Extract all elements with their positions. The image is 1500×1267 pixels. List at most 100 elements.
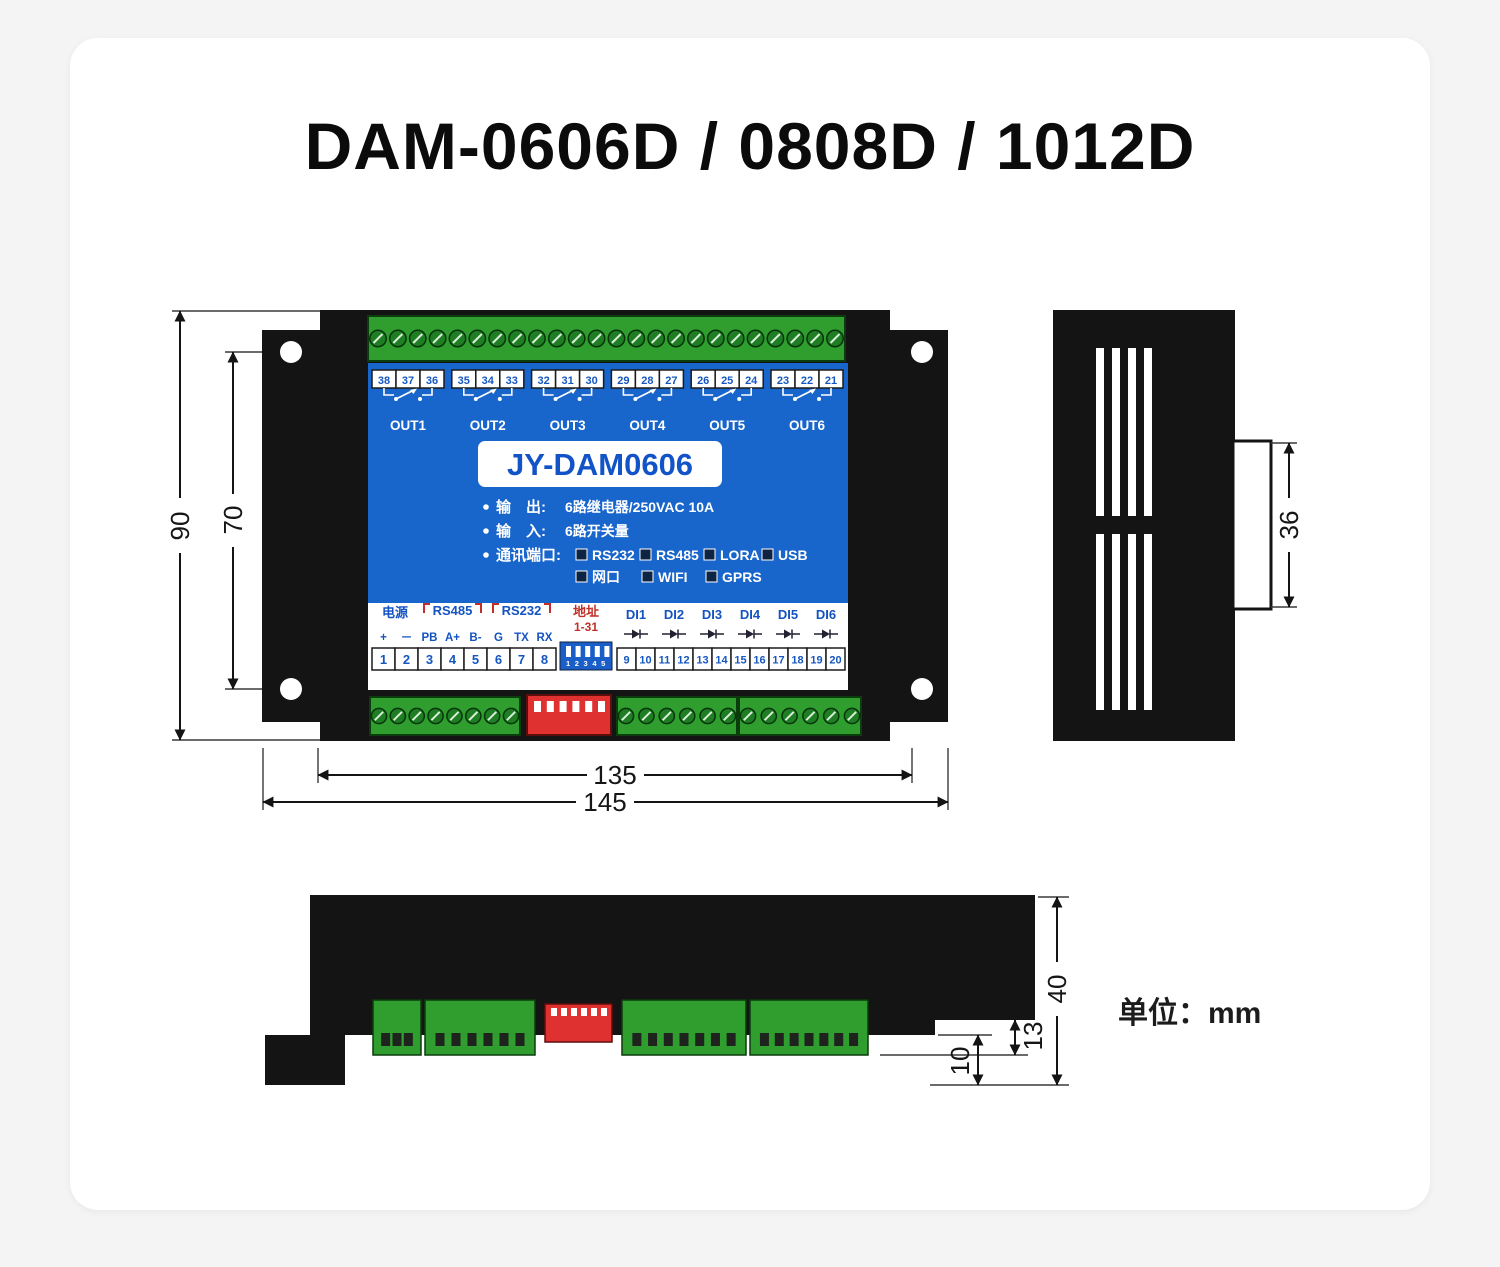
relay-wire [622, 388, 673, 396]
terminal-opening [403, 1033, 413, 1046]
dip-lever [585, 701, 593, 712]
terminal-number: 13 [696, 655, 708, 667]
screw-slot [661, 711, 672, 721]
relay-wire [463, 388, 513, 396]
terminal-number: 34 [482, 375, 495, 387]
terminal-opening [467, 1033, 477, 1046]
relay-wire [383, 388, 433, 396]
terminal-number: 25 [721, 375, 733, 387]
dim-profile-13: 13 [880, 1019, 1048, 1056]
terminal-block [749, 999, 869, 1056]
relay-blade [395, 389, 415, 400]
dip-lever [601, 1008, 607, 1016]
terminal-opening [663, 1033, 673, 1046]
din-rail-clip [1231, 439, 1273, 611]
vent-slot [1096, 534, 1104, 710]
profile-foot [265, 1035, 345, 1085]
spec-label: 输 入: [496, 522, 546, 540]
comm-option: 网口 [592, 569, 620, 585]
power-label: 电源 [382, 605, 408, 620]
vent-slot [1144, 348, 1152, 516]
out-label: OUT5 [709, 418, 745, 433]
screw-slot [492, 333, 503, 344]
di-label: DI2 [664, 607, 684, 622]
screw-slot [682, 711, 693, 721]
dip-lever [585, 646, 591, 657]
out-label: OUT1 [390, 418, 426, 433]
spec-label: 输 出: [496, 498, 546, 516]
terminal-number: 26 [697, 375, 709, 387]
dip-digits: 12345 [566, 659, 610, 668]
dip-lever [534, 701, 541, 712]
screw-slot [591, 333, 602, 344]
top-terminal-block [367, 315, 846, 362]
terminal-number: 7 [518, 652, 525, 667]
terminal-number: 3 [426, 652, 433, 667]
screw-slot [412, 333, 423, 344]
screw-slot [452, 333, 463, 344]
dim-clip-36: 36 [1271, 442, 1304, 608]
terminal-number: 1 [380, 652, 387, 667]
terminal-number-box [532, 647, 557, 671]
screw-slot [487, 711, 498, 721]
screw-slot [430, 711, 441, 721]
terminal-opening [515, 1033, 525, 1046]
checkbox-icon [639, 548, 652, 561]
diode-icon [632, 629, 640, 639]
terminal-number: 17 [772, 655, 784, 667]
terminal-number: 6 [495, 652, 502, 667]
relay-arrow [809, 388, 816, 394]
terminal-opening [849, 1033, 859, 1046]
terminal-opening [499, 1033, 509, 1046]
relay-arrow [569, 388, 577, 394]
screw-slot [702, 711, 713, 721]
terminal-block [616, 696, 738, 736]
relay-blade [794, 389, 814, 400]
terminal-opening [392, 1033, 402, 1046]
screw-slot [763, 711, 774, 721]
screw-slot [531, 333, 543, 344]
terminal-block [738, 696, 862, 736]
screw-slot [829, 333, 841, 344]
terminal-number: 31 [561, 375, 573, 387]
vent-slot [1096, 348, 1104, 516]
profile-terminals [372, 999, 869, 1056]
rs232-label: RS232 [502, 603, 542, 618]
terminal-number: 16 [753, 655, 765, 667]
mounting-hole [911, 678, 933, 700]
terminal-number: 20 [829, 655, 841, 667]
bottom-profile-view [265, 895, 1035, 1085]
dim-label-135: 135 [593, 760, 636, 790]
diode-icon [670, 629, 678, 639]
relay-wire [542, 388, 593, 396]
relay-arrow [489, 388, 497, 394]
relay-arrow [410, 388, 417, 394]
checkbox-icon [575, 548, 588, 561]
pin-label: A+ [445, 632, 460, 644]
di-label: DI5 [778, 607, 798, 622]
terminal-number: 15 [734, 655, 746, 667]
dip-lever [571, 1008, 577, 1016]
comm-option: USB [778, 547, 808, 563]
checkbox-icon [703, 548, 716, 561]
relay-contact-icon [737, 397, 742, 401]
terminal-opening [381, 1033, 391, 1046]
vent-slot [1128, 348, 1136, 516]
terminal-number: 27 [665, 375, 677, 387]
dip-lever [572, 701, 580, 712]
terminal-number: 12 [677, 655, 689, 667]
terminal-number: 37 [402, 375, 414, 387]
terminal-number: 33 [506, 375, 518, 387]
relay-blade [475, 389, 495, 400]
checkbox-icon [705, 570, 718, 583]
screw-slot [770, 333, 781, 344]
out-label: OUT6 [789, 418, 825, 433]
terminal-block [424, 999, 536, 1056]
screw-slot [750, 333, 761, 344]
bottom-terminal-hardware [369, 694, 862, 736]
